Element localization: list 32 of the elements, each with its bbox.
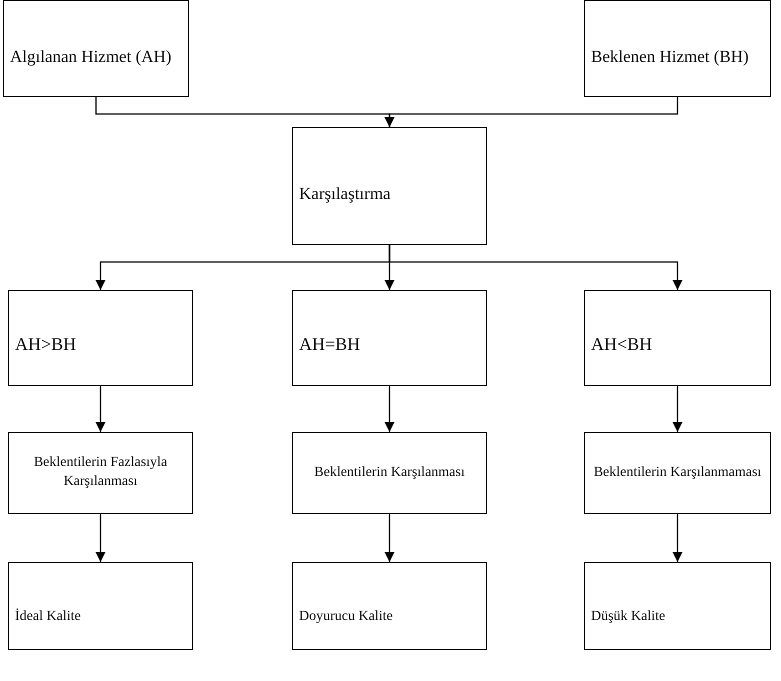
box-label: AH>BH [14,332,78,356]
process-box [584,290,771,386]
arrow [384,97,678,127]
process-box [584,562,771,650]
box-label: Doyurucu Kalite [298,608,394,626]
arrow [384,386,394,432]
process-box [292,127,487,245]
box-label: AH=BH [298,332,362,356]
box-label: Düşük Kalite [590,608,666,626]
box-label: Algılanan Hizmet (AH) [9,46,172,68]
box-label: Beklentilerin Karşılanması [313,464,466,482]
arrow [672,514,682,562]
process-box [292,290,487,386]
box-label: Karşılaştırma [298,182,392,205]
box-label: Beklenen Hizmet (BH) [590,46,750,68]
process-box [584,0,771,97]
process-box [8,562,193,650]
arrow [384,514,394,562]
process-box [292,432,487,514]
process-box [8,290,193,386]
arrow [96,386,106,432]
process-box [584,432,771,514]
box-label: AH<BH [590,332,654,356]
process-box [3,0,189,97]
arrow [96,514,106,562]
arrow [388,245,682,290]
process-box [292,562,487,650]
arrow [672,386,682,432]
box-label: İdeal Kalite [14,608,82,626]
box-label: Beklentilerin Karşılanmaması [592,464,762,482]
box-label: Beklentilerin Fazlasıyla Karşılanması [32,454,168,491]
process-box [8,432,193,514]
